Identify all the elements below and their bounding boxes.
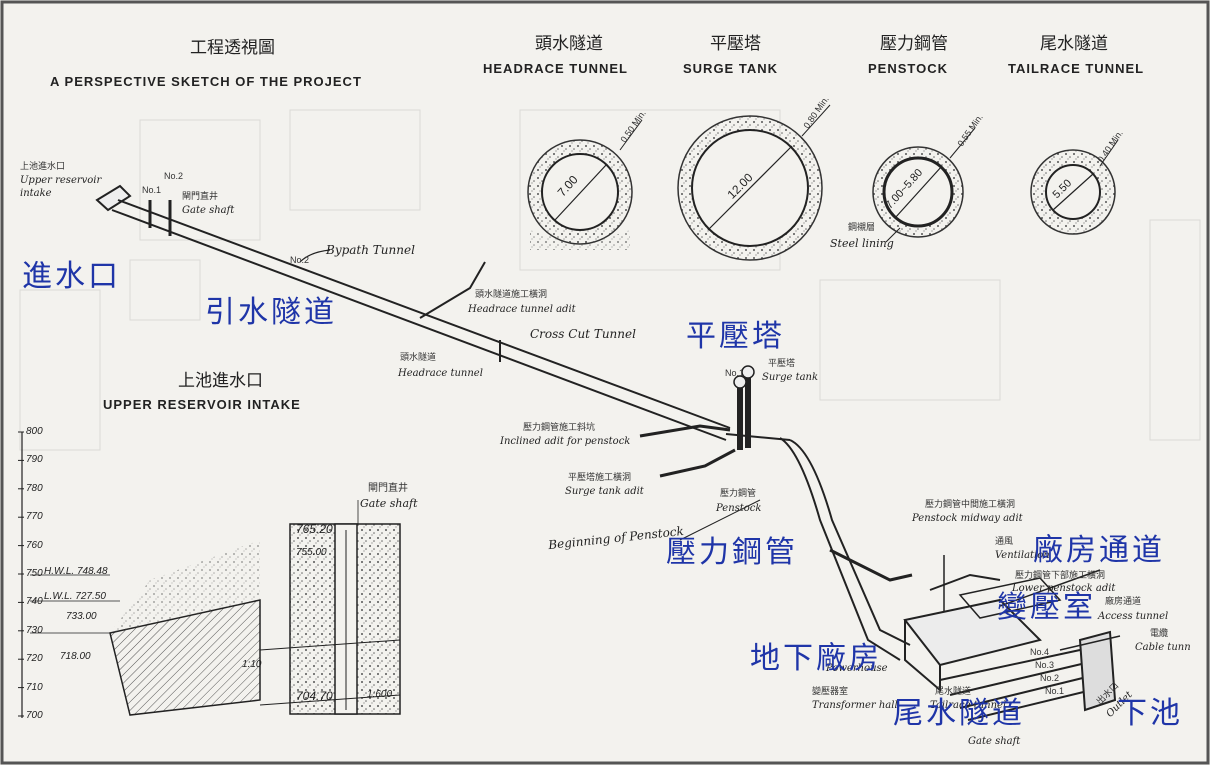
hwl-label: H.W.L. 748.48 <box>44 566 108 577</box>
intake-section-drawing <box>18 431 401 718</box>
cross-section-penstock <box>872 127 976 243</box>
lower-adit-label-zh: 壓力鋼管下部施工橫洞 <box>1015 571 1106 581</box>
cross-section-surge-tank <box>677 104 831 261</box>
surge-adit-label-zh: 平壓塔施工橫洞 <box>568 473 632 483</box>
overlay-lower-pond: 下池 <box>1117 696 1183 731</box>
elevation-tick-label: 800 <box>26 426 43 437</box>
surge-tank-label-zh: 平壓塔 <box>768 359 796 369</box>
unit-label: No.3 <box>1035 660 1055 670</box>
cross-section-tailrace <box>1030 139 1119 235</box>
project-title-en: A PERSPECTIVE SKETCH OF THE PROJECT <box>50 74 362 89</box>
penstock-title-zh: 壓力鋼管 <box>880 34 948 54</box>
headrace-tunnel-label-zh: 頭水隧道 <box>400 353 437 363</box>
surge-tank-label-en: Surge tank <box>762 372 819 383</box>
overlay-penstock: 壓力鋼管 <box>666 535 798 570</box>
penstock-label-zh: 壓力鋼管 <box>720 489 757 499</box>
elevation-tick-label: 770 <box>26 511 43 523</box>
penstock-lining-en: Steel lining <box>830 237 894 250</box>
gate-shaft-label-zh: 閘門直井 <box>182 192 219 202</box>
tailrace-title-en: TAILRACE TUNNEL <box>1008 61 1145 76</box>
cable-tunnel-label-zh: 電纜 <box>1150 629 1169 639</box>
overlay-tailrace: 尾水隧道 <box>893 696 1025 731</box>
elevation-tick-label: 780 <box>26 482 43 494</box>
inclined-adit-label-zh: 壓力鋼管施工斜坑 <box>523 423 596 433</box>
lwl-label: L.W.L. 727.50 <box>44 591 106 602</box>
upper-intake-label-zh: 上池進水口 <box>20 162 66 172</box>
elev-765-label: 765.20 <box>296 522 333 536</box>
gate-shaft-label-en: Gate shaft <box>182 205 235 216</box>
surge-adit-label-en: Surge tank adit <box>565 486 644 497</box>
elevation-tick-label: 730 <box>26 624 43 636</box>
lower-adit-label-en: Lower penstock adit <box>1012 583 1116 594</box>
cable-tunnel-label-en: Cable tunn <box>1135 642 1191 653</box>
elevation-tick-label: 760 <box>26 539 43 551</box>
headrace-title-en: HEADRACE TUNNEL <box>483 61 628 76</box>
slope-1-10: 1:10 <box>242 659 262 670</box>
overlay-access-tunnel: 廠房通道 <box>1033 533 1165 568</box>
overlay-intake: 進水口 <box>22 259 121 294</box>
tailrace-tunnel-label-zh: 尾水隧道 <box>935 687 972 697</box>
access-tunnel-label-zh: 廠房通道 <box>1105 597 1142 607</box>
surge-title-en: SURGE TANK <box>683 61 778 76</box>
gate-no1: No.1 <box>142 185 162 195</box>
elev-704-label: 704.70 <box>296 689 333 703</box>
tailrace-tunnel-label-en: Tailrace tunnel <box>930 700 1007 711</box>
elev-733-label: 733.00 <box>66 611 97 622</box>
tunnel-system <box>95 184 1121 721</box>
unit-label: No.2 <box>1040 673 1060 683</box>
elevation-tick-label: 710 <box>26 681 43 693</box>
upper-intake-label-en1: Upper reservoir <box>20 175 102 186</box>
penstock-lining-zh: 鋼襯層 <box>848 223 876 233</box>
slope-1-600: 1:600 <box>367 689 393 700</box>
overlay-surge-tank: 平壓塔 <box>686 319 785 354</box>
surge-tank-no: No.1 <box>725 368 745 378</box>
cross-section-headrace <box>527 119 643 250</box>
elevation-tick-label: 700 <box>26 710 43 721</box>
inclined-adit-label-en: Inclined adit for penstock <box>500 436 631 447</box>
vent-label-en: Ventilation <box>995 550 1050 561</box>
gate-shaft-section-en: Gate shaft <box>360 497 418 510</box>
bypath-no: No.2 <box>290 255 310 265</box>
bypath-tunnel-label: Bypath Tunnel <box>326 243 415 257</box>
surge-title-zh: 平壓塔 <box>710 34 761 54</box>
vent-label-zh: 通風 <box>995 537 1014 547</box>
penstock-title-en: PENSTOCK <box>868 61 948 76</box>
intake-title-en: UPPER RESERVOIR INTAKE <box>103 397 301 412</box>
elev-755-label: 755.00 <box>296 547 327 558</box>
outlet-gate-shaft-label: Gate shaft <box>968 736 1021 747</box>
overlay-powerhouse: 地下廠房 <box>750 641 882 676</box>
elevation-tick-label: 740 <box>26 596 43 608</box>
gate-no2: No.2 <box>164 171 184 181</box>
transformer-hall-label-zh: 變壓器室 <box>812 687 849 697</box>
penstock-label-en: Penstock <box>716 503 762 514</box>
unit-label: No.4 <box>1030 647 1050 657</box>
powerhouse-label-en: Powerhouse <box>826 663 888 674</box>
project-title-zh: 工程透視圖 <box>190 38 275 58</box>
elevation-tick-label: 750 <box>26 568 43 579</box>
intake-title-zh: 上池進水口 <box>178 371 263 391</box>
headrace-adit-label-zh: 頭水隧道施工橫洞 <box>475 290 548 300</box>
headrace-adit-label-en: Headrace tunnel adit <box>468 304 576 315</box>
elevation-tick-label: 720 <box>26 653 43 665</box>
overlay-headrace-tunnel: 引水隧道 <box>205 295 337 330</box>
unit-label: No.1 <box>1045 686 1065 696</box>
gate-shaft-section-zh: 閘門直井 <box>368 483 408 494</box>
midway-adit-label-zh: 壓力鋼管中間施工橫洞 <box>925 500 1016 510</box>
headrace-title-zh: 頭水隧道 <box>535 34 603 54</box>
access-tunnel-label-en: Access tunnel <box>1098 611 1169 622</box>
upper-intake-label-en2: intake <box>20 188 52 199</box>
elevation-tick-label: 790 <box>26 454 43 466</box>
cross-cut-label: Cross Cut Tunnel <box>530 327 636 341</box>
elev-718-label: 718.00 <box>60 651 91 662</box>
headrace-tunnel-label-en: Headrace tunnel <box>398 368 483 379</box>
overlay-transformer: 變壓室 <box>997 590 1096 625</box>
midway-adit-label-en: Penstock midway adit <box>912 513 1023 524</box>
tailrace-title-zh: 尾水隧道 <box>1040 34 1108 54</box>
transformer-hall-label-en: Transformer hall <box>812 700 898 711</box>
